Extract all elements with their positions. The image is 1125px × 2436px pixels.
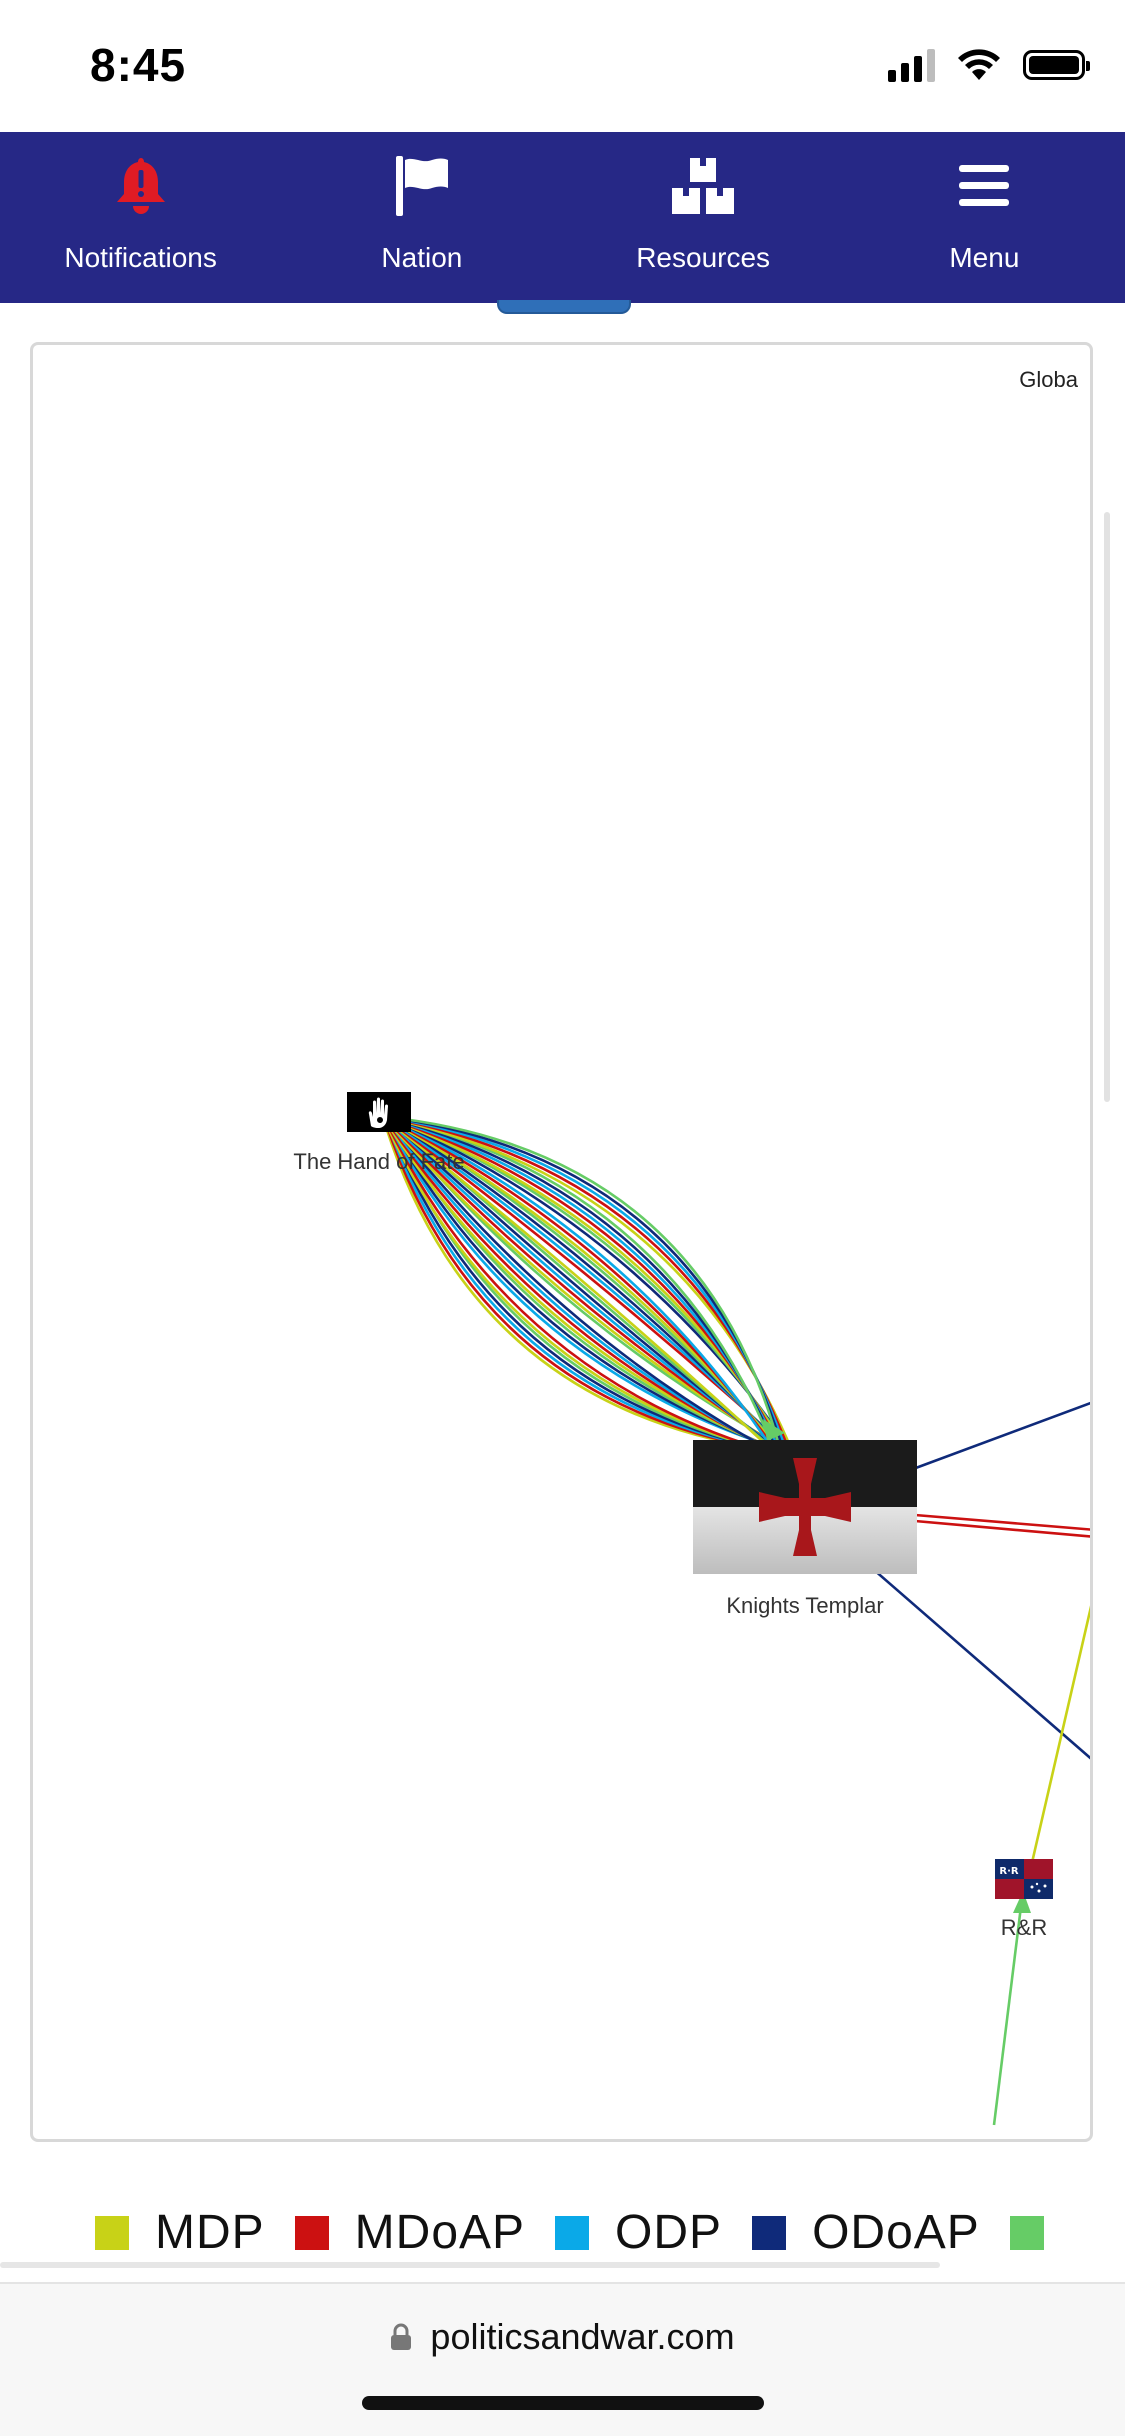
battery-icon xyxy=(1023,50,1090,80)
treaty-edge xyxy=(386,1115,783,1454)
legend-label-mdoap: MDoAP xyxy=(354,2206,526,2259)
legend-scrollbar[interactable] xyxy=(0,2262,940,2268)
legend-item-extra xyxy=(1009,2215,1070,2250)
signal-icon xyxy=(888,48,935,82)
treaty-web-graph[interactable]: Globa The Hand of Fate Knights Templar xyxy=(30,342,1093,2142)
legend-swatch-mdp xyxy=(95,2215,129,2250)
treaty-edge xyxy=(912,1401,1090,1471)
legend-swatch-odoap xyxy=(752,2215,787,2250)
nav-nation[interactable]: Nation xyxy=(281,132,562,303)
node-label-rr: R&R xyxy=(1000,1915,1048,1940)
nav-menu[interactable]: Menu xyxy=(844,132,1125,303)
url-bar[interactable]: politicsandwar.com xyxy=(0,2316,1125,2358)
graph-corner-label: Globa xyxy=(1019,367,1078,392)
legend-swatch-odp xyxy=(555,2215,590,2250)
treaty-edge xyxy=(914,1513,1090,1531)
flag-icon xyxy=(392,152,452,220)
browser-bar: politicsandwar.com xyxy=(0,2282,1125,2436)
status-icons xyxy=(888,48,1090,82)
treaty-edge xyxy=(384,1116,776,1455)
treaty-edge xyxy=(382,1116,776,1455)
home-indicator xyxy=(362,2396,764,2410)
legend-item-odoap: ODoAP xyxy=(752,2205,980,2260)
lock-icon xyxy=(391,2323,412,2350)
node-hand-of-fate[interactable] xyxy=(347,1092,411,1137)
node-knights-templar[interactable] xyxy=(693,1440,917,1579)
node-label-knights-templar: Knights Templar xyxy=(726,1593,884,1618)
legend-swatch-extra xyxy=(1009,2215,1044,2250)
collapse-tab[interactable] xyxy=(497,300,631,314)
wifi-icon xyxy=(958,49,1000,80)
edge-arrowhead xyxy=(1013,1891,1031,1913)
rr-flag: R·R xyxy=(995,1859,1053,1899)
legend-label-odp: ODP xyxy=(615,2206,723,2259)
treaty-edge xyxy=(914,1519,1090,1538)
graph-scrollbar[interactable] xyxy=(1104,512,1110,1102)
legend-item-mdoap: MDoAP xyxy=(294,2205,526,2260)
node-rr[interactable]: R·R xyxy=(995,1859,1053,1904)
treaty-edge xyxy=(384,1115,777,1454)
url-text: politicsandwar.com xyxy=(430,2316,735,2357)
nav-notifications[interactable]: Notifications xyxy=(0,132,281,303)
node-label-hand-of-fate: The Hand of Fate xyxy=(293,1149,465,1174)
nav-notifications-label: Notifications xyxy=(64,242,217,273)
templar-cross-flag xyxy=(693,1440,917,1574)
nav-resources[interactable]: Resources xyxy=(563,132,844,303)
status-bar: 8:45 xyxy=(0,0,1125,132)
nav-resources-label: Resources xyxy=(636,242,771,273)
hand-flag xyxy=(347,1092,411,1132)
edge-arrowhead xyxy=(763,1419,785,1441)
treaty-edge xyxy=(1023,1605,1090,1894)
treaty-edge xyxy=(382,1115,776,1454)
nav-nation-label: Nation xyxy=(381,242,463,273)
bell-alert-icon xyxy=(113,152,169,220)
status-time: 8:45 xyxy=(90,39,187,91)
boxes-icon xyxy=(670,152,736,220)
legend-label-mdp: MDP xyxy=(155,2206,265,2259)
treaty-legend: MDP MDoAP ODP ODoAP xyxy=(95,2205,1100,2260)
treaty-edge xyxy=(872,1568,1090,1760)
nav-menu-label: Menu xyxy=(949,242,1020,273)
svg-text:R·R: R·R xyxy=(999,1866,1018,1877)
legend-label-odoap: ODoAP xyxy=(812,2206,980,2259)
legend-swatch-mdoap xyxy=(294,2215,329,2250)
top-nav: Notifications Nation Resources xyxy=(0,132,1125,303)
hamburger-menu-icon xyxy=(957,152,1011,220)
legend-item-odp: ODP xyxy=(555,2205,722,2260)
treaty-edge xyxy=(992,1889,1025,2126)
treaty-edges xyxy=(381,1115,1090,2126)
legend-item-mdp: MDP xyxy=(95,2205,265,2260)
